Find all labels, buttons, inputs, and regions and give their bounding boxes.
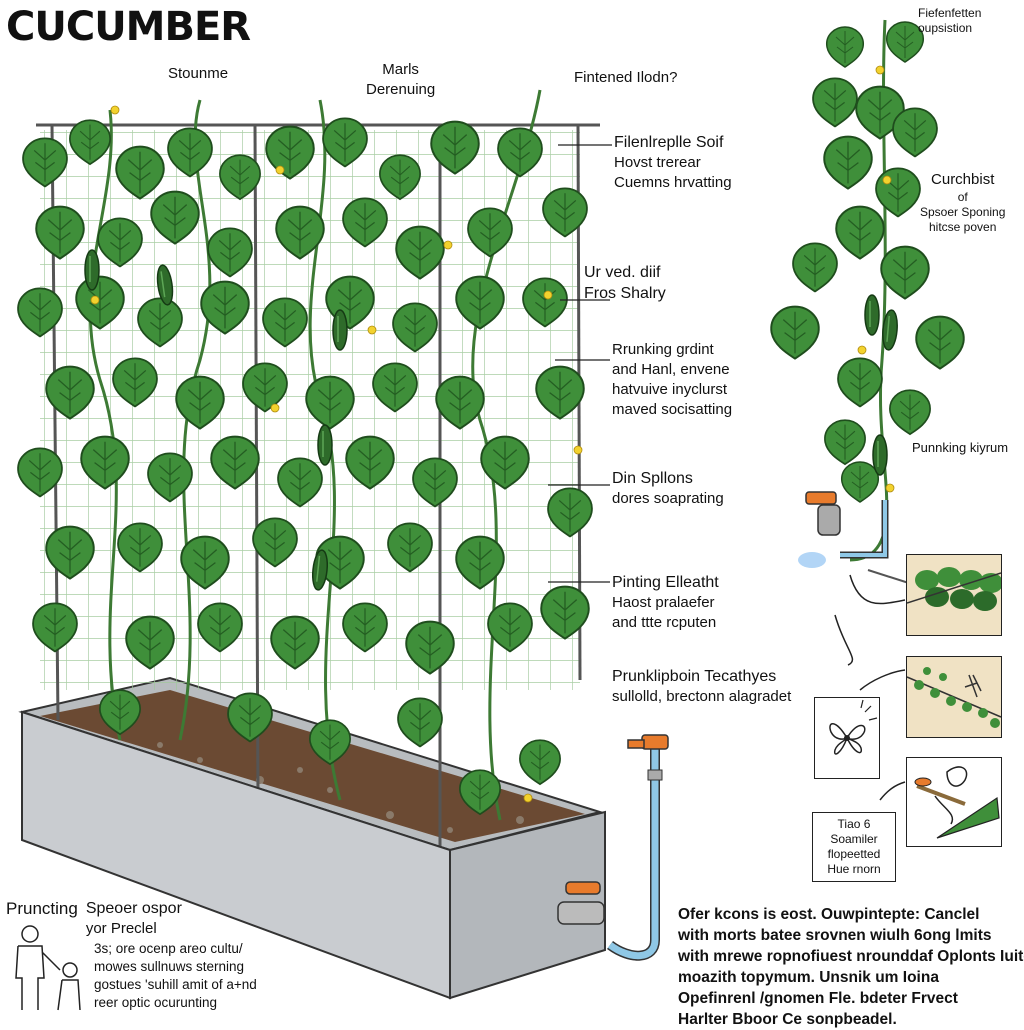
inset-seedling-row <box>906 554 1002 636</box>
caption-box: Tiao 6 Soamiler flopeetted Hue rnorn <box>812 812 896 882</box>
label-line: oupsistion <box>918 21 973 35</box>
label-line: Spsoer Sponing <box>920 205 1006 219</box>
pruning-line: 3s; ore ocenp areo cultu/ <box>94 941 243 956</box>
top-label-1: Stounme <box>168 65 229 82</box>
caption-line: Tiao 6 <box>837 817 871 831</box>
label-line: sullolld, brectonn alagradet <box>612 688 792 705</box>
pruning-block: Pruncting Speoer ospor yor Preclel <box>6 898 182 939</box>
caption-line: Hue rnorn <box>827 862 881 876</box>
right-label-group-2: Ur ved. diif Fros Shalry <box>584 262 666 304</box>
label-line: Fiefenfetten <box>918 6 982 20</box>
water-tap-icon <box>557 881 605 925</box>
pruning-title: Pruncting <box>6 899 78 918</box>
label-heading: Rrunking grdint <box>612 341 714 358</box>
label-line: and ttte rcputen <box>612 614 717 631</box>
paragraph-line: with mrewe ropnofiuest nrounddaf Oplonts… <box>678 948 1024 965</box>
paragraph-line: with morts batee srovnen wiulh 6ong lmit… <box>678 927 992 944</box>
caption-line: Soamiler <box>830 832 878 846</box>
paragraph-line: Opefinrenl /gnomen Fle. bdeter Frvect <box>678 990 958 1007</box>
label-heading: Din Spllons <box>612 470 693 487</box>
label-line: hitcse poven <box>929 220 997 234</box>
label-line: hatvuive inyclurst <box>612 381 728 398</box>
pruning-subtitle: yor Preclel <box>85 920 157 937</box>
pruning-line: reer optic ocurunting <box>94 995 218 1010</box>
bottom-paragraph: Ofer kcons is eost. Ouwpintepte: Canclel… <box>678 904 1024 1030</box>
label-line: maved socisatting <box>612 401 733 418</box>
label-heading: Filenlreplle Soif <box>614 134 724 151</box>
label-line: Cuemns hrvatting <box>614 174 732 191</box>
paragraph-line: moazith topymum. Unsnik um Ioina <box>678 969 939 986</box>
right-label-group-3: Rrunking grdint and Hanl, envene hatvuiv… <box>612 340 732 420</box>
pruning-lines: 3s; ore ocenp areo cultu/ mowes sullnuws… <box>94 940 257 1012</box>
label-line: Haost pralaefer <box>612 594 715 611</box>
pruning-shears-icon <box>906 757 1002 847</box>
person-pruning-icon <box>15 925 81 1011</box>
right-label-group-1: Filenlreplle Soif Hovst trerear Cuemns h… <box>614 132 732 193</box>
label-heading: Ur ved. diif <box>584 264 661 281</box>
paragraph-line: Ofer kcons is eost. Ouwpintepte: Canclel <box>678 906 980 923</box>
label-line: Hovst trerear <box>614 154 701 171</box>
far-right-top: Fiefenfetten oupsistion <box>918 6 981 36</box>
label-line: Fros Shalry <box>584 285 666 302</box>
label-line: of <box>957 190 968 204</box>
top-label-3: Fintened Ilodn? <box>574 69 678 86</box>
caption-line: flopeetted <box>827 847 881 861</box>
label-heading: Pinting Elleatht <box>612 574 719 591</box>
label-line: dores soaprating <box>612 490 724 507</box>
pruning-subtitle: Speoer ospor <box>85 900 182 917</box>
label-heading: Curchbist <box>931 171 995 188</box>
label-heading: Prunklipboin Tecathyes <box>612 668 777 685</box>
inset-planting-row <box>906 656 1002 738</box>
right-label-group-5: Pinting Elleatht Haost pralaefer and ttt… <box>612 572 719 633</box>
top-label-2: Marls Derenuing <box>366 61 436 98</box>
flower-sketch-icon <box>814 697 880 779</box>
right-label-group-6: Prunklipboin Tecathyes sullolld, brecton… <box>612 666 791 707</box>
pruning-line: mowes sullnuws sterning <box>94 959 245 974</box>
page-title: CUCUMBER <box>6 4 251 50</box>
label-line: and Hanl, envene <box>612 361 730 378</box>
far-right-low: Punnking kiyrum <box>912 440 1009 455</box>
paragraph-line: Harlter Bboor Ce sonpbeadel. <box>678 1011 897 1028</box>
right-label-group-4: Din Spllons dores soaprating <box>612 468 724 509</box>
pruning-line: gostues 'suhill amit of a+nd <box>94 977 257 992</box>
far-right-mid: Curchbist of Spsoer Sponing hitcse poven <box>920 170 1005 235</box>
